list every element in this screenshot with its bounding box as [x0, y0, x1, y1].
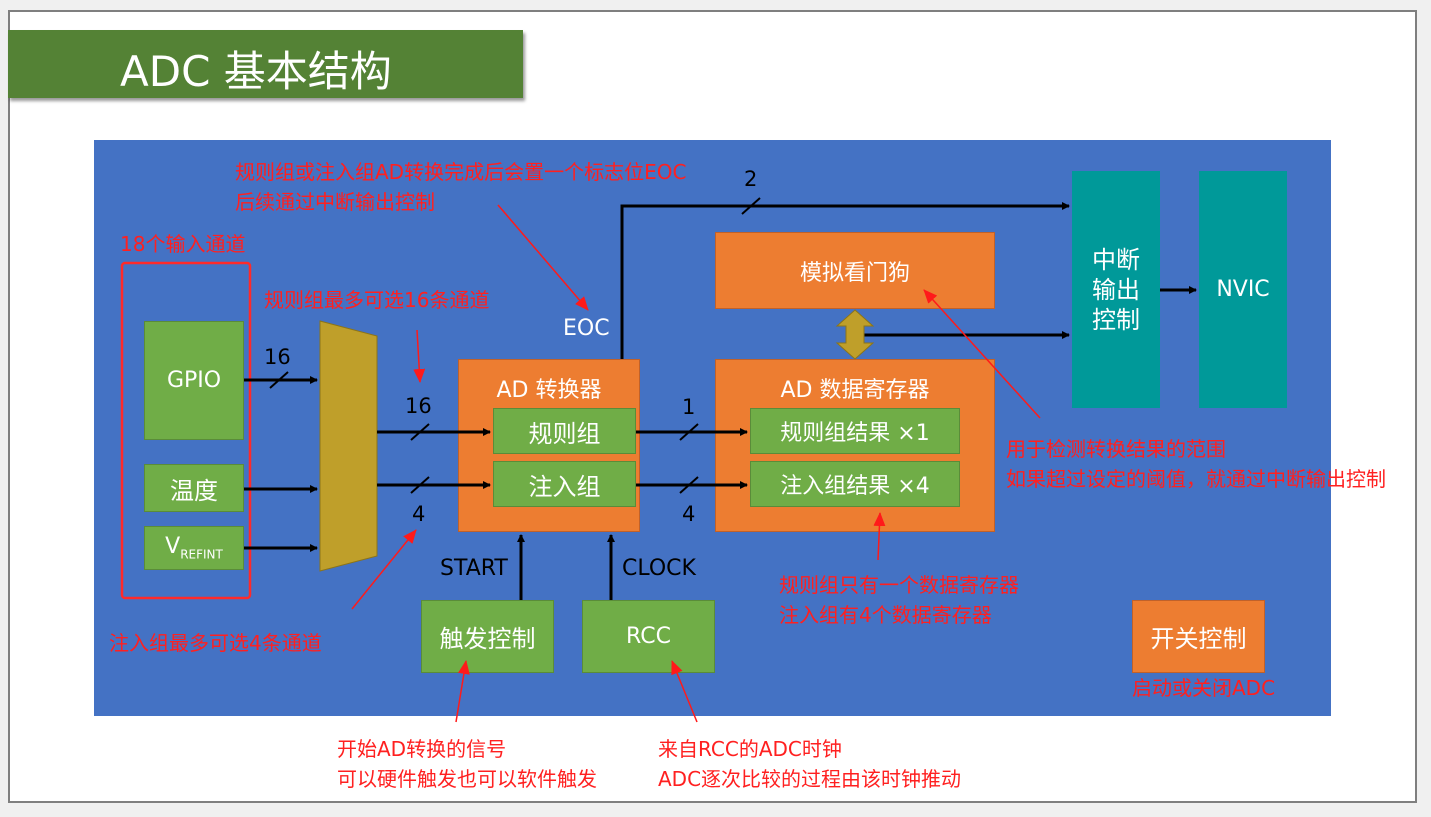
- interrupt-label-line2: 输出: [1092, 275, 1140, 304]
- trigger-control-block: 触发控制: [421, 600, 554, 673]
- regular-result-label: 规则组结果 ×1: [780, 421, 930, 446]
- vrefint-block: VREFINT: [144, 526, 244, 570]
- title-bar: ADC 基本结构: [8, 30, 523, 98]
- channels-annotation: 18个输入通道: [120, 232, 246, 256]
- vrefint-label: VREFINT: [165, 534, 223, 562]
- regular-bus-slash: [410, 423, 430, 441]
- interrupt-bus-slash: [741, 197, 761, 215]
- rcc-annotation: 来自RCC的ADC时钟 ADC逐次比较的过程由该时钟推动: [658, 737, 962, 791]
- rcc-block: RCC: [582, 600, 715, 673]
- interrupt-label-line3: 控制: [1092, 305, 1140, 334]
- rcc-note-arrow: [671, 660, 698, 723]
- eoc-to-interrupt-arrow: [620, 202, 1070, 359]
- data-register-label: AD 数据寄存器: [780, 378, 930, 403]
- eoc-note-arrow: [497, 204, 589, 311]
- gpio-label: GPIO: [166, 368, 222, 393]
- temperature-label: 温度: [170, 476, 218, 505]
- injected-max-annotation: 注入组最多可选4条通道: [109, 631, 322, 655]
- analog-watchdog-block: 模拟看门狗: [715, 232, 995, 309]
- temperature-block: 温度: [144, 464, 244, 512]
- watchdog-note-arrow: [923, 289, 1041, 419]
- gpio-bus-slash: [269, 371, 289, 389]
- analog-watchdog-label: 模拟看门狗: [799, 260, 910, 286]
- switch-annotation: 启动或关闭ADC: [1132, 676, 1276, 700]
- injected-max-arrow: [351, 529, 417, 610]
- switch-control-block: 开关控制: [1132, 600, 1265, 673]
- injected-group-label: 注入组: [528, 472, 601, 501]
- trigger-control-label: 触发控制: [439, 625, 536, 653]
- injected-bus-slash: [410, 476, 430, 494]
- clock-label: CLOCK: [622, 556, 696, 581]
- injected-result-block: 注入组结果 ×4: [750, 461, 960, 507]
- interrupt-output-block: 中断 输出 控制: [1072, 171, 1160, 408]
- injected-bus-width: 4: [412, 502, 426, 526]
- trigger-annotation: 开始AD转换的信号 可以硬件触发也可以软件触发: [337, 737, 597, 791]
- injected-out-slash: [679, 476, 699, 494]
- switch-control-label: 开关控制: [1150, 625, 1247, 653]
- gpio-block: GPIO: [144, 321, 244, 440]
- nvic-label: NVIC: [1216, 277, 1270, 302]
- regular-max-annotation: 规则组最多可选16条通道: [264, 288, 490, 312]
- rcc-label: RCC: [626, 624, 671, 649]
- trigger-note-arrow: [455, 660, 470, 723]
- interrupt-label-line1: 中断: [1092, 245, 1140, 274]
- regular-max-arrow: [413, 329, 426, 383]
- injected-out-width: 4: [682, 502, 696, 526]
- regular-out-slash: [679, 423, 699, 441]
- ad-converter-label: AD 转换器: [496, 378, 602, 403]
- injected-result-label: 注入组结果 ×4: [780, 474, 930, 499]
- nvic-block: NVIC: [1199, 171, 1287, 408]
- injected-group-block: 注入组: [493, 461, 636, 507]
- start-label: START: [440, 556, 508, 581]
- input-channels-outline: [120, 261, 252, 600]
- gpio-bus-width: 16: [264, 345, 291, 369]
- register-note-arrow: [873, 512, 886, 561]
- regular-result-block: 规则组结果 ×1: [750, 408, 960, 454]
- regular-group-label: 规则组: [528, 419, 601, 448]
- watchdog-annotation: 用于检测转换结果的范围 如果超过设定的阈值，就通过中断输出控制: [1006, 437, 1386, 491]
- interrupt-bus-width: 2: [744, 167, 758, 191]
- regular-group-block: 规则组: [493, 408, 636, 454]
- regular-out-width: 1: [682, 395, 696, 419]
- eoc-annotation: 规则组或注入组AD转换完成后会置一个标志位EOC 后续通过中断输出控制: [235, 160, 687, 214]
- regular-bus-width: 16: [405, 394, 432, 418]
- multiplexer-shape: [319, 320, 378, 572]
- page-title: ADC 基本结构: [120, 47, 392, 96]
- watchdog-register-double-arrow: [835, 309, 875, 360]
- register-annotation: 规则组只有一个数据寄存器 注入组有4个数据寄存器: [779, 573, 1019, 627]
- eoc-label: EOC: [563, 316, 610, 341]
